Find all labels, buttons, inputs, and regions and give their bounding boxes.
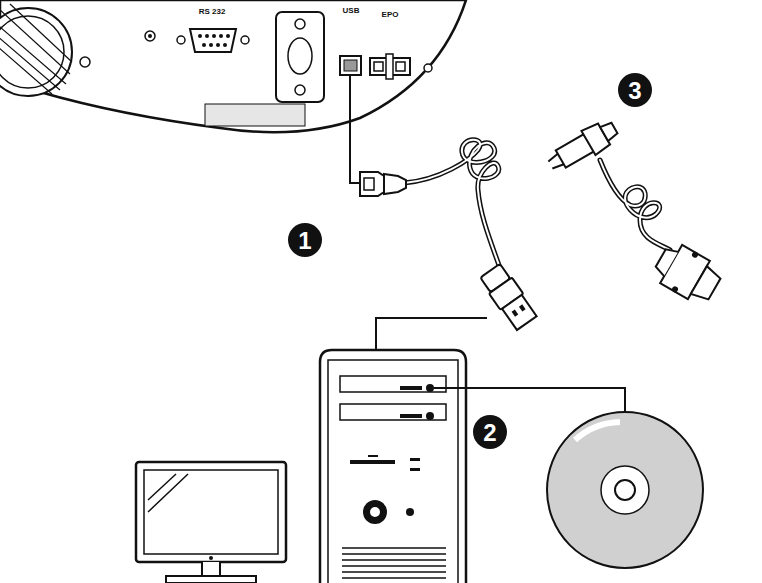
leader-line [350, 75, 362, 183]
epo-terminal [370, 54, 432, 79]
usb-port [340, 56, 361, 75]
rs232-port [177, 29, 249, 52]
callout-disc [473, 415, 507, 449]
port-label: USB [343, 7, 360, 15]
leader-line [376, 318, 487, 352]
leader-line [434, 388, 625, 412]
callout-number: 3 [628, 79, 641, 103]
serial-cable [543, 116, 726, 309]
usb-cable [360, 140, 538, 331]
slot-cover [276, 12, 324, 102]
callout-number: 2 [483, 421, 496, 445]
monitor [136, 462, 286, 583]
ups-panel [0, 0, 466, 132]
fan-grille [0, 4, 90, 96]
callout-disc [618, 73, 652, 107]
cd-disc [547, 412, 703, 568]
computer-tower [320, 350, 466, 583]
callout-disc [288, 223, 322, 257]
port-label: EPO [382, 11, 399, 19]
callout-number: 1 [298, 229, 311, 253]
port-label: RS 232 [199, 8, 226, 16]
